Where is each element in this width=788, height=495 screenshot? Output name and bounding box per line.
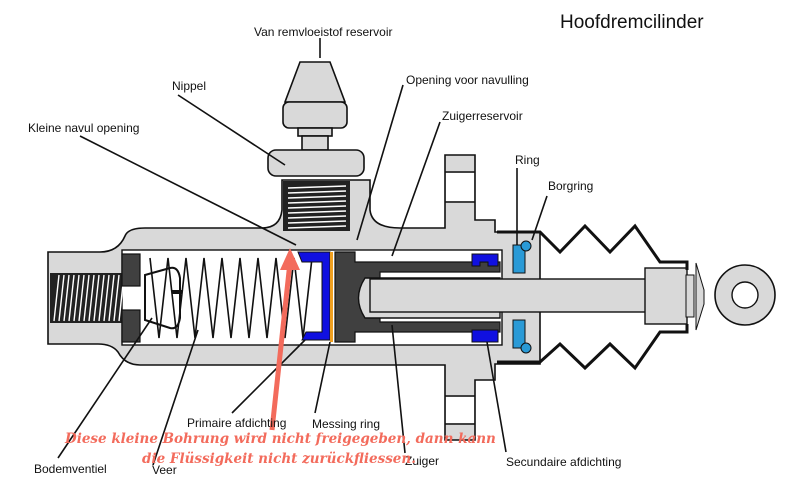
label-refill-opening: Opening voor navulling: [406, 73, 529, 87]
label-secondary-seal: Secundaire afdichting: [506, 455, 621, 469]
annotation-arrow: [269, 248, 300, 431]
label-brass-ring: Messing ring: [312, 417, 380, 431]
label-nipple: Nippel: [172, 79, 206, 93]
thread-line: [93, 274, 100, 322]
thread-line: [68, 274, 75, 322]
dust-boot: [497, 223, 689, 270]
threaded-outlet: [50, 273, 125, 323]
leader-lines: [57, 84, 548, 466]
spring: [149, 257, 313, 339]
push-rod: [369, 262, 776, 331]
label-ring: Ring: [515, 153, 540, 167]
retaining-ring: [512, 240, 532, 354]
thread-line: [88, 274, 95, 322]
diagram-title: Hoofdremcilinder: [560, 12, 704, 33]
label-reservoir-inlet: Van remvloeistof reservoir: [254, 25, 393, 39]
annotation-line-2: die Flüssigkeit nicht zurückfliessen.: [142, 451, 416, 467]
thread-line: [103, 274, 110, 322]
thread-line: [53, 274, 60, 322]
thread-line: [83, 274, 90, 322]
brass-ring: [330, 252, 333, 342]
thread-line: [287, 215, 347, 219]
thread-line: [58, 274, 65, 322]
thread-line: [287, 195, 347, 199]
label-small-refill-opening: Kleine navul opening: [28, 121, 139, 135]
thread-line: [98, 274, 105, 322]
reservoir-fitting: [267, 38, 365, 231]
thread-line: [63, 274, 70, 322]
thread-line: [108, 274, 115, 322]
thread-line: [78, 274, 85, 322]
thread-line: [73, 274, 80, 322]
circlip: [520, 240, 532, 252]
label-primary-seal: Primaire afdichting: [187, 416, 286, 430]
thread-line: [287, 205, 347, 209]
thread-line: [287, 190, 347, 194]
thread-line: [287, 225, 347, 229]
thread-line: [113, 274, 120, 322]
annotation-line-1: Diese kleine Bohrung wird nicht freigege…: [64, 431, 496, 447]
thread-line: [287, 185, 347, 189]
label-piston-reservoir: Zuigerreservoir: [442, 109, 523, 123]
label-piston: Zuiger: [405, 454, 439, 468]
label-spring: Veer: [152, 463, 177, 477]
label-circlip: Borgring: [548, 179, 593, 193]
thread-line: [287, 210, 347, 214]
nipple: [267, 149, 365, 177]
label-bottom-valve: Bodemventiel: [34, 462, 107, 476]
thread-line: [287, 220, 347, 224]
thread-line: [287, 200, 347, 204]
secondary-seal: [471, 253, 499, 343]
